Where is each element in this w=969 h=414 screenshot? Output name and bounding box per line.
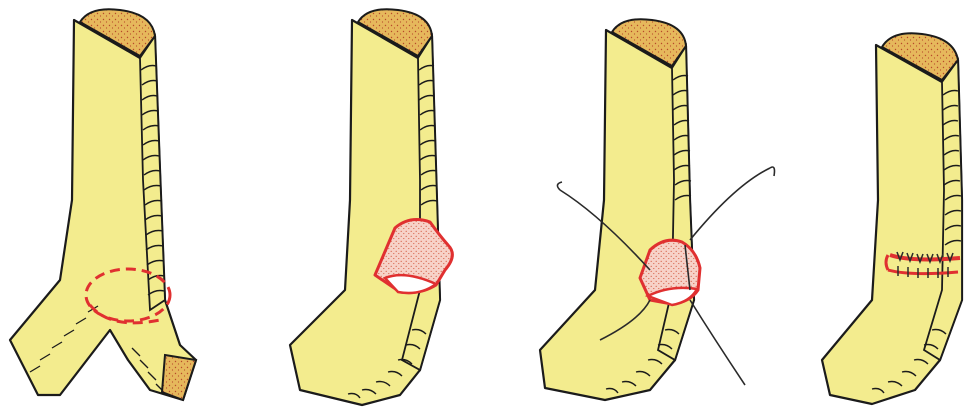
branch-lumen bbox=[162, 355, 196, 400]
vessel-body bbox=[10, 20, 196, 400]
panel-2-excised-opening bbox=[290, 9, 452, 405]
panel-1-branched-vessel bbox=[10, 9, 196, 400]
panel-4-closed-repair bbox=[822, 33, 962, 404]
panel-3-suturing bbox=[540, 19, 775, 400]
